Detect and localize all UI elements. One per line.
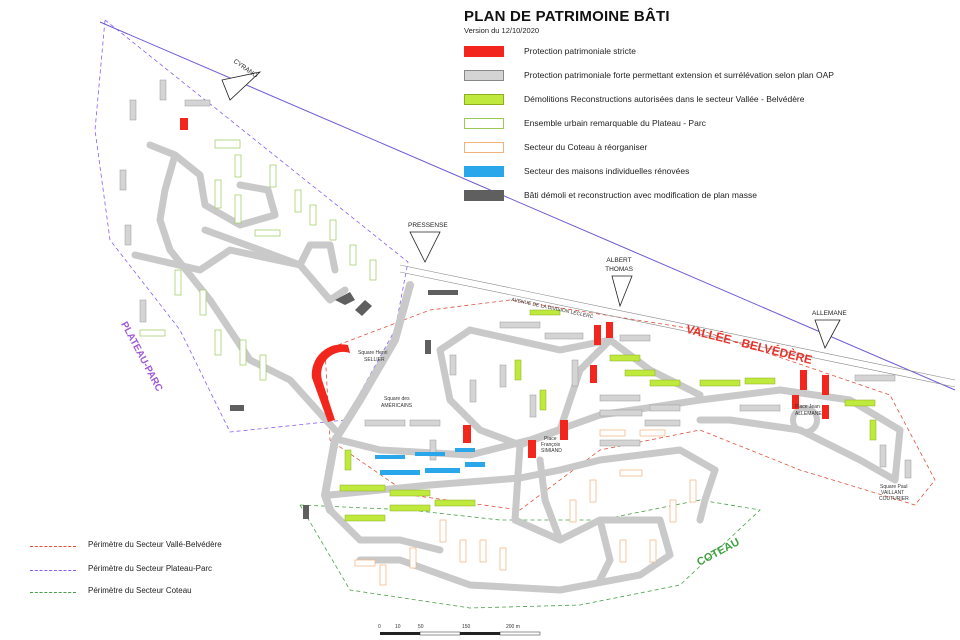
strict-protection-buildings xyxy=(180,118,829,458)
plateau-ensembles xyxy=(139,139,377,381)
allemane-marker xyxy=(814,319,841,349)
legend-label: Protection patrimoniale forte permettant… xyxy=(524,70,834,80)
scale-label: 50 xyxy=(418,624,424,630)
pressense-marker xyxy=(409,231,441,263)
legend-item: Démolitions Reconstructions autorisées d… xyxy=(464,92,944,108)
avenue-line xyxy=(399,271,956,388)
vallee-perimeter xyxy=(324,299,936,511)
avenue-line xyxy=(399,264,956,381)
place-label: François xyxy=(541,442,561,448)
perimeter-line xyxy=(30,546,76,547)
protected-buildings xyxy=(119,79,912,479)
coteau-buildings xyxy=(354,429,697,586)
albert-thomas-marker xyxy=(611,275,633,308)
marker-label-pressense: PRESSENSE xyxy=(408,222,448,229)
demolished-buildings xyxy=(230,290,458,519)
place-label: Place xyxy=(544,436,557,442)
legend-swatch xyxy=(464,142,504,153)
marker-label-albert-thomas: ALBERT THOMAS xyxy=(605,257,633,273)
coteau-perimeter xyxy=(299,499,761,609)
place-label: AMÉRICAINS xyxy=(381,403,413,409)
renovated-houses xyxy=(375,448,485,475)
perimeter-label: Périmètre du Secteur Plateau-Parc xyxy=(88,564,213,573)
place-label: Place Jean xyxy=(795,404,820,410)
perimeter-legend-item: Périmètre du Secteur Plateau-Parc xyxy=(30,564,270,578)
legend-swatch xyxy=(464,118,504,129)
legend-swatch xyxy=(464,46,504,57)
map-version: Version du 12/10/2020 xyxy=(464,26,540,35)
legend-label: Ensemble urbain remarquable du Plateau -… xyxy=(524,118,706,128)
place-label: ALLEMANE xyxy=(795,411,822,417)
scale-label: 10 xyxy=(395,624,401,630)
legend-label: Secteur des maisons individuelles rénové… xyxy=(524,166,690,176)
marker-label-allemane: ALLEMANE xyxy=(812,310,847,317)
legend-item: Ensemble urbain remarquable du Plateau -… xyxy=(464,116,944,132)
place-label: Square Paul xyxy=(880,484,908,490)
legend-label: Secteur du Coteau à réorganiser xyxy=(524,142,648,152)
perimeter-label: Périmètre du Secteur Vallé-Belvédère xyxy=(88,540,222,549)
place-label: COUTURIER xyxy=(879,496,909,502)
legend-swatch xyxy=(464,94,504,105)
scale-bar xyxy=(380,631,541,636)
map-title: PLAN DE PATRIMOINE BÂTI xyxy=(464,8,670,25)
scale-label: 200 m xyxy=(506,624,520,630)
place-label: VAILLANT xyxy=(881,490,905,496)
roundabout xyxy=(790,405,820,435)
legend-label: Protection patrimoniale stricte xyxy=(524,46,636,56)
cyrano-marker xyxy=(221,71,262,101)
reconstruction-buildings xyxy=(339,309,877,522)
road-network xyxy=(131,141,904,594)
legend-item: Bâti démoli et reconstruction avec modif… xyxy=(464,188,944,204)
legend-item: Protection patrimoniale stricte xyxy=(464,44,944,60)
legend-label: Bâti démoli et reconstruction avec modif… xyxy=(524,190,757,200)
legend-swatch xyxy=(464,70,504,81)
perimeter-label: Périmètre du Secteur Coteau xyxy=(88,586,192,595)
legend-swatch xyxy=(464,190,504,201)
legend-label: Démolitions Reconstructions autorisées d… xyxy=(524,94,805,104)
perimeter-legend-item: Périmètre du Secteur Coteau xyxy=(30,586,270,600)
place-label: SIMIAND xyxy=(541,448,562,454)
scale-label: 0 xyxy=(378,624,381,630)
perimeter-line xyxy=(30,592,76,593)
place-label: Square des xyxy=(384,396,410,402)
legend-swatch xyxy=(464,166,504,177)
legend-item: Secteur du Coteau à réorganiser xyxy=(464,140,944,156)
legend-item: Secteur des maisons individuelles rénové… xyxy=(464,164,944,180)
legend-item: Protection patrimoniale forte permettant… xyxy=(464,68,944,84)
perimeter-line xyxy=(30,570,76,571)
plateau-parc-perimeter xyxy=(94,19,409,433)
place-label: SELLIER xyxy=(364,357,385,363)
place-label: Square Henri xyxy=(358,350,388,356)
scale-label: 150 xyxy=(462,624,471,630)
perimeter-legend-item: Périmètre du Secteur Vallé-Belvédère xyxy=(30,540,270,554)
